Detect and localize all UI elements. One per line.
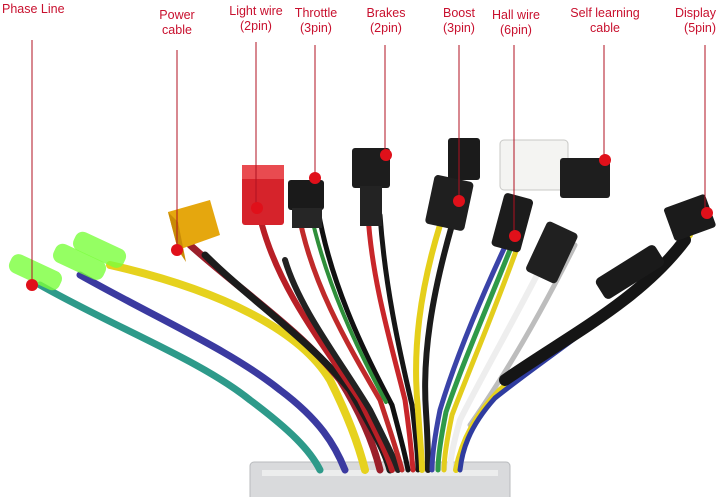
label-hall-wire-line1: Hall wire [492,8,540,22]
phase-connector-2 [53,243,107,280]
wire-bundle [36,207,693,474]
hall-dot [509,230,521,242]
throttle-wire-green [308,208,388,404]
label-power-cable-line1: Power [159,8,195,22]
phase-wire-yellow [106,261,369,474]
throttle-wire-red [295,207,405,473]
label-light-wire-line1: Light wire [229,4,283,18]
throttle-sleeve [292,208,322,228]
light-wire-black [282,257,401,473]
label-throttle: Throttle (3pin) [295,6,337,36]
label-power-cable-line2: cable [162,23,192,37]
phase-dot [26,279,38,291]
brakes-sleeve [360,186,382,226]
throttle-dot [309,172,321,184]
phase-connector-3 [73,231,127,268]
hall-wire-yellow [441,237,523,473]
light-wire-red [259,222,395,473]
boost-wire-black [422,222,455,473]
display-connector [664,194,716,241]
label-hall-wire: Hall wire (6pin) [492,8,540,38]
self-learning-wire-white [447,237,558,473]
label-self-learning-line2: cable [590,21,620,35]
label-brakes-line1: Brakes [366,6,406,20]
throttle-connector-body [288,180,324,210]
label-self-learning: Self learning cable [570,6,640,36]
marker-dots [26,149,713,291]
label-brakes-line2: (2pin) [370,21,402,35]
hall-connector [499,139,569,191]
label-hall-wire-line2: (6pin) [500,23,532,37]
throttle-connector [288,180,324,228]
label-phase-line: Phase Line [2,2,65,17]
light-connector-shade [242,165,284,179]
phase-connector-1 [8,254,62,291]
boost-sleeve [425,175,474,231]
label-throttle-line1: Throttle [294,6,338,20]
label-boost-line2: (3pin) [443,21,475,35]
label-display: Display (5pin) [675,6,716,36]
boost-connector [448,138,480,180]
label-light-wire: Light wire (2pin) [229,4,283,34]
label-phase-line-text: Phase Line [2,2,65,16]
phase-wire-green [36,281,324,474]
label-self-learning-line1: Self learning [570,6,640,20]
hall-wire-blue [429,237,511,473]
label-power-cable: Power cable [159,8,194,38]
self-learning-sleeve [526,221,578,284]
leader-lines [31,40,706,284]
throttle-wire-black [315,207,411,473]
light-dot [251,202,263,214]
hall-sleeve [491,193,534,253]
brakes-dot [380,149,392,161]
brakes-wire-black [377,212,421,473]
self-learning-connector [560,158,610,198]
display-dot [701,207,713,219]
display-wire-black [499,234,691,386]
label-throttle-line2: (3pin) [300,21,332,35]
label-display-line1: Display [675,6,716,20]
phase-wire-blue [76,271,349,474]
label-display-line2: (5pin) [684,21,716,35]
label-boost: Boost (3pin) [443,6,475,36]
display-sleeve [595,245,665,299]
power-dot [171,244,183,256]
label-light-wire-line2: (2pin) [240,19,272,33]
phase-connectors [8,231,127,291]
self-learning-dot [599,154,611,166]
boost-wire-yellow [413,222,443,473]
brakes-wire-red [365,212,416,473]
brakes-connector [352,148,390,188]
label-brakes: Brakes (2pin) [367,6,406,36]
boost-dot [453,195,465,207]
label-boost-line1: Boost [443,6,475,20]
hall-wire-green [435,237,517,473]
